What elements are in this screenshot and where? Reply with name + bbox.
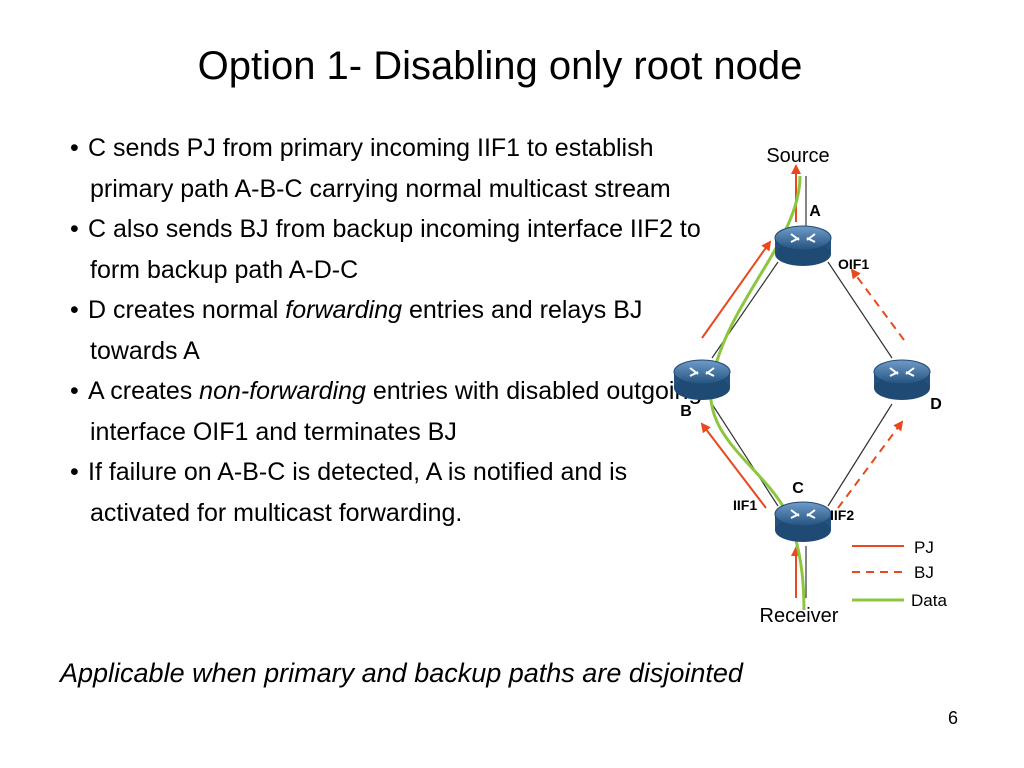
bullet-text: D creates normal [88,296,286,324]
pj-arrow [701,240,772,339]
source-label: Source [766,145,829,167]
interface-label-iif2: IIF2 [830,507,854,523]
router-icon [889,367,915,377]
node-label-b: B [680,403,692,420]
node-label-a: A [809,203,821,220]
link-b-c [711,403,779,507]
legend-pj-label: PJ [914,538,934,557]
legend-data-label: Data [911,591,947,610]
interface-label-oif1: OIF1 [838,256,869,272]
bullet-text: C also sends BJ from backup incoming int… [88,215,701,284]
router-top [673,359,731,385]
node-label-c: C [792,480,804,497]
bullet-emphasis: non-forwarding [199,377,366,405]
bj-arrow [837,420,904,509]
router-top [774,501,832,527]
link-d-c [827,403,893,507]
router-top [873,359,931,385]
bullet-dot: • [70,377,79,405]
bullet-dot: • [70,458,79,486]
bullet-dot: • [70,215,79,243]
data-flow-path [709,175,806,611]
router-top [774,225,832,251]
pj-arrow [700,422,767,509]
router-c [774,501,832,542]
bullet-dot: • [70,134,79,162]
bullet-text: If failure on A-B-C is detected, A is no… [88,458,628,527]
node-label-d: D [930,396,942,413]
page-number: 6 [948,708,959,728]
pj-arrows [700,164,801,598]
router-d [873,359,931,400]
bullet-emphasis: forwarding [285,296,403,324]
bj-arrows [837,268,905,509]
legend: PJ BJ Data [852,538,947,610]
bullet-item: • D creates normal forwarding entries and… [70,290,710,371]
router-icon [689,367,715,377]
slide-title: Option 1- Disabling only root node [197,44,803,88]
router-b [673,359,731,400]
interface-label-iif1: IIF1 [733,497,757,513]
bullet-item: • C sends PJ from primary incoming IIF1 t… [70,128,710,209]
legend-bj-label: BJ [914,563,934,582]
bullet-item: • C also sends BJ from backup incoming in… [70,209,710,290]
bullet-list: • C sends PJ from primary incoming IIF1 t… [70,128,710,533]
bullet-text: entries and relays BJ towards A [90,296,643,365]
bullet-text: C sends PJ from primary incoming IIF1 to… [88,134,671,203]
router-a [774,225,832,266]
bullet-text: A creates [88,377,200,405]
bullet-item: • A creates non-forwarding entries with d… [70,371,710,452]
bullet-item: • If failure on A-B-C is detected, A is n… [70,452,710,533]
slide-footer-note: Applicable when primary and backup paths… [60,658,743,688]
router-icon [790,509,816,519]
bullet-text: entries with disabled outgoing interface… [90,377,703,446]
receiver-label: Receiver [760,605,839,627]
bj-arrow [850,268,905,341]
link-a-d [827,261,893,359]
router-icon [790,233,816,243]
bullet-dot: • [70,296,79,324]
